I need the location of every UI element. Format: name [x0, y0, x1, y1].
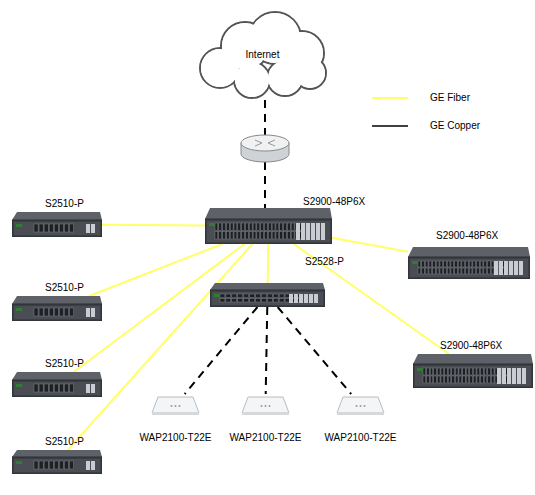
device-label: WAP2100-T22E	[325, 432, 397, 444]
legend-text: GE Copper	[430, 120, 480, 132]
access-point-icon	[238, 394, 293, 416]
copper-link	[278, 307, 352, 394]
switch-device: S2900-48P6X	[408, 247, 530, 279]
access-point-icon	[333, 394, 388, 416]
access-point: WAP2100-T22E	[333, 394, 388, 416]
device-label: WAP2100-T22E	[140, 432, 212, 444]
switch-icon	[408, 247, 530, 279]
copper-link	[185, 307, 258, 394]
device-label: S2510-P	[45, 358, 84, 370]
router-symbol	[241, 135, 289, 162]
device-label: S2510-P	[45, 436, 84, 448]
device-label: S2900-48P6X	[436, 230, 498, 242]
router-uplink	[264, 162, 266, 208]
switch-device: S2528-P	[210, 283, 325, 307]
switch-device: S2900-48P6X	[205, 208, 332, 244]
internet-cloud: Internet	[190, 8, 335, 100]
switch-icon	[210, 283, 325, 307]
switch-icon	[12, 296, 102, 321]
access-point: WAP2100-T22E	[148, 394, 203, 416]
copper-link	[266, 307, 268, 394]
access-point: WAP2100-T22E	[238, 394, 293, 416]
switch-icon	[12, 372, 102, 397]
cloud-label: Internet	[190, 8, 335, 100]
internet-uplink	[264, 100, 266, 136]
device-label: S2528-P	[305, 256, 344, 268]
legend-fiber-sample	[372, 97, 408, 99]
switch-device: S2900-48P6X	[413, 354, 533, 388]
switch-device: S2510-P	[12, 372, 102, 397]
fiber-link	[102, 224, 205, 227]
fiber-link	[68, 244, 253, 450]
fiber-link	[89, 244, 222, 296]
legend-text: GE Fiber	[430, 92, 470, 104]
device-label: S2900-48P6X	[440, 340, 502, 352]
switch-icon	[12, 212, 102, 237]
fiber-link	[267, 244, 270, 283]
device-label: S2900-48P6X	[303, 196, 365, 208]
switch-icon	[12, 450, 102, 474]
fiber-link	[332, 238, 408, 252]
switch-device: S2510-P	[12, 212, 102, 237]
device-label: S2510-P	[45, 198, 84, 210]
device-label: WAP2100-T22E	[230, 432, 302, 444]
switch-icon	[205, 208, 332, 244]
switch-device: S2510-P	[12, 450, 102, 474]
access-point-icon	[148, 394, 203, 416]
device-label: S2510-P	[45, 282, 84, 294]
switch-icon	[413, 354, 533, 388]
switch-device: S2510-P	[12, 296, 102, 321]
legend-copper-sample	[372, 125, 408, 127]
